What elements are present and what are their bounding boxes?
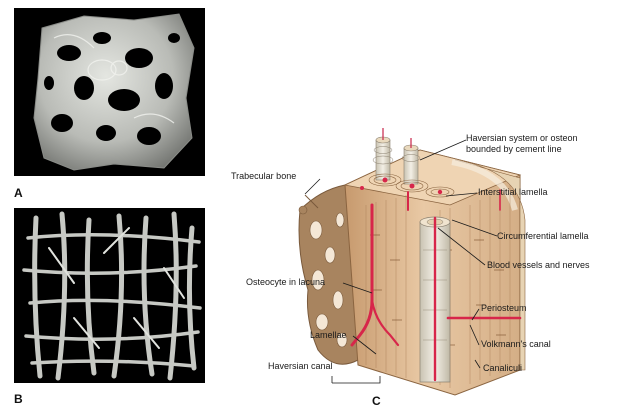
blood-vessels (350, 189, 522, 382)
panel-a-letter: A (14, 186, 23, 200)
label-circumferential-lamella: Circumferential lamella (497, 231, 589, 241)
trabecular-plate-render (33, 13, 195, 171)
label-haversian-system: Haversian system or osteon bounded by ce… (466, 133, 578, 154)
label-trabecular-bone: Trabecular bone (231, 171, 297, 181)
label-haversian-system-line1: Haversian system or osteon (466, 133, 578, 143)
label-interstitial-lamella: Interstitial lamella (478, 187, 548, 197)
label-blood-vessels-nerves: Blood vessels and nerves (487, 260, 590, 270)
panel-c-letter: C (372, 394, 381, 408)
label-periosteum: Periosteum (481, 303, 527, 313)
panel-b-image (14, 208, 205, 383)
trabecular-rod-render (22, 211, 202, 381)
panel-b-letter: B (14, 392, 23, 406)
osteon-cylinders (360, 128, 455, 198)
label-lamellae: Lamellae (310, 330, 347, 340)
label-volkmanns-canal: Volkmann's canal (481, 339, 551, 349)
panel-a-image (14, 8, 205, 176)
label-leader-lines (304, 139, 498, 384)
label-canaliculi: Canaliculi (483, 363, 523, 373)
label-haversian-canal: Haversian canal (268, 361, 333, 371)
label-haversian-system-line2: bounded by cement line (466, 143, 562, 154)
trabecular-bone-mesh (298, 184, 361, 365)
label-osteocyte-in-lacuna: Osteocyte in lacuna (246, 277, 326, 287)
